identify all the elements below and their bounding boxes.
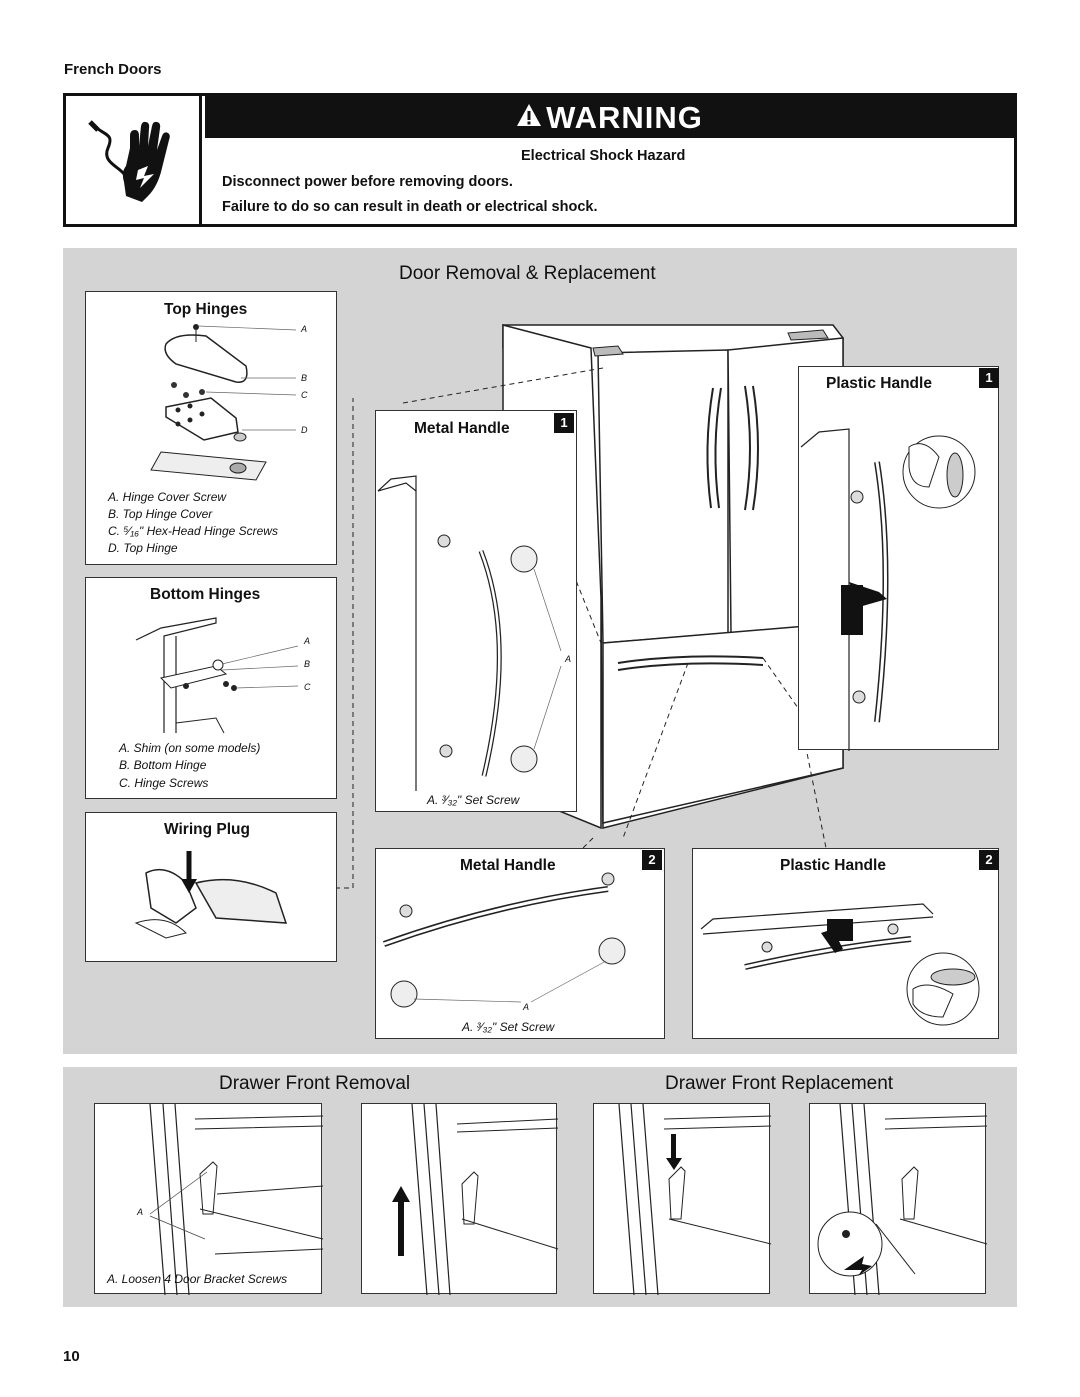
warning-box: WARNING Electrical Shock Hazard Disconne… [63, 93, 1017, 227]
bottom-hinges-box: Bottom Hinges A B C A. Shim (on some mod… [85, 577, 337, 799]
bottom-hinges-title: Bottom Hinges [150, 586, 261, 603]
door-panel-title: Door Removal & Replacement [399, 263, 656, 284]
plastic-handle-1-title: Plastic Handle [826, 375, 932, 392]
top-hinge-letter-c: C [301, 390, 308, 400]
top-hinge-letter-b: B [301, 373, 308, 383]
bottom-hinge-letter-b: B [304, 659, 311, 669]
plastic-handle-2-box: Plastic Handle 2 [692, 848, 999, 1039]
warning-line-1: Disconnect power before removing doors. [222, 174, 513, 190]
bottom-hinge-letter-a: A [304, 636, 311, 646]
wiring-plug-illustration [134, 851, 288, 939]
wiring-plug-box: Wiring Plug [85, 812, 337, 962]
metal-handle-1-caption: A. ³⁄₃₂" Set Screw [427, 793, 520, 807]
drawer-lift-illustration [392, 1103, 559, 1296]
hazard-title: Electrical Shock Hazard [521, 148, 686, 164]
drawer-bracket-illustration [149, 1103, 324, 1296]
metal-handle-1-illustration [377, 475, 562, 791]
metal-handle-2-box: Metal Handle 2 A A. ³⁄₃₂" Set Screw [375, 848, 665, 1039]
bottom-hinge-caption-c: C. Hinge Screws [119, 776, 209, 790]
wiring-plug-title: Wiring Plug [164, 821, 250, 838]
plastic-handle-1-box: Plastic Handle 1 [798, 366, 999, 751]
plastic-handle-2-step: 2 [979, 850, 999, 870]
drawer-replacement-step-1 [593, 1103, 772, 1296]
warning-banner-text: WARNING [546, 100, 703, 135]
drawer-removal-caption: A. Loosen 4 Door Bracket Screws [107, 1272, 288, 1286]
drawer-removal-title: Drawer Front Removal [219, 1073, 411, 1094]
top-hinge-letter-a: A [301, 324, 308, 334]
drawer-removal-letter: A [137, 1207, 144, 1217]
metal-handle-2-caption: A. ³⁄₃₂" Set Screw [462, 1020, 555, 1034]
metal-handle-1-step: 1 [554, 413, 574, 433]
warning-line-2: Failure to do so can result in death or … [222, 199, 598, 215]
top-hinges-box: Top Hinges A B C D A. Hinge Cover Screw … [85, 291, 337, 565]
metal-handle-1-title: Metal Handle [414, 420, 510, 437]
plastic-handle-1-illustration [800, 428, 976, 751]
top-hinge-caption-c: C. ⁵⁄₁₆" Hex-Head Hinge Screws [108, 524, 278, 538]
page-number: 10 [63, 1348, 80, 1365]
top-hinge-caption-d: D. Top Hinge [108, 541, 178, 555]
top-hinge-caption-b: B. Top Hinge Cover [108, 507, 213, 521]
bottom-hinge-letter-c: C [304, 682, 311, 692]
metal-handle-2-letter: A [523, 1002, 530, 1012]
plastic-handle-2-illustration [700, 903, 980, 1026]
section-title: French Doors [64, 61, 162, 78]
electrical-shock-icon [88, 120, 170, 202]
warning-icon-cell [66, 96, 202, 224]
drawer-removal-step-1: A A. Loosen 4 Door Bracket Screws [94, 1103, 324, 1296]
plastic-handle-2-title: Plastic Handle [780, 857, 886, 874]
top-hinge-caption-a: A. Hinge Cover Screw [108, 490, 227, 504]
top-hinge-letter-d: D [301, 425, 308, 435]
metal-handle-1-letter: A [565, 654, 572, 664]
drawer-removal-step-2 [361, 1103, 559, 1296]
drawer-replacement-title: Drawer Front Replacement [665, 1073, 894, 1094]
warning-triangle-icon [516, 95, 542, 139]
bottom-hinge-caption-b: B. Bottom Hinge [119, 758, 207, 772]
plastic-handle-1-step: 1 [979, 368, 999, 388]
metal-handle-2-step: 2 [642, 850, 662, 870]
bottom-hinge-illustration [135, 617, 299, 734]
metal-handle-2-title: Metal Handle [460, 857, 556, 874]
bottom-hinge-caption-a: A. Shim (on some models) [119, 741, 261, 755]
drawer-replacement-step-2 [809, 1103, 988, 1296]
drawer-lower-illustration [618, 1103, 772, 1296]
warning-banner: WARNING [205, 96, 1014, 138]
metal-handle-1-box: Metal Handle 1 A A. ³⁄₃₂" Set Screw [375, 410, 577, 812]
metal-handle-2-illustration [382, 872, 626, 1008]
drawer-tighten-illustration [817, 1103, 988, 1296]
top-hinge-illustration [150, 324, 297, 481]
top-hinges-title: Top Hinges [164, 301, 248, 318]
